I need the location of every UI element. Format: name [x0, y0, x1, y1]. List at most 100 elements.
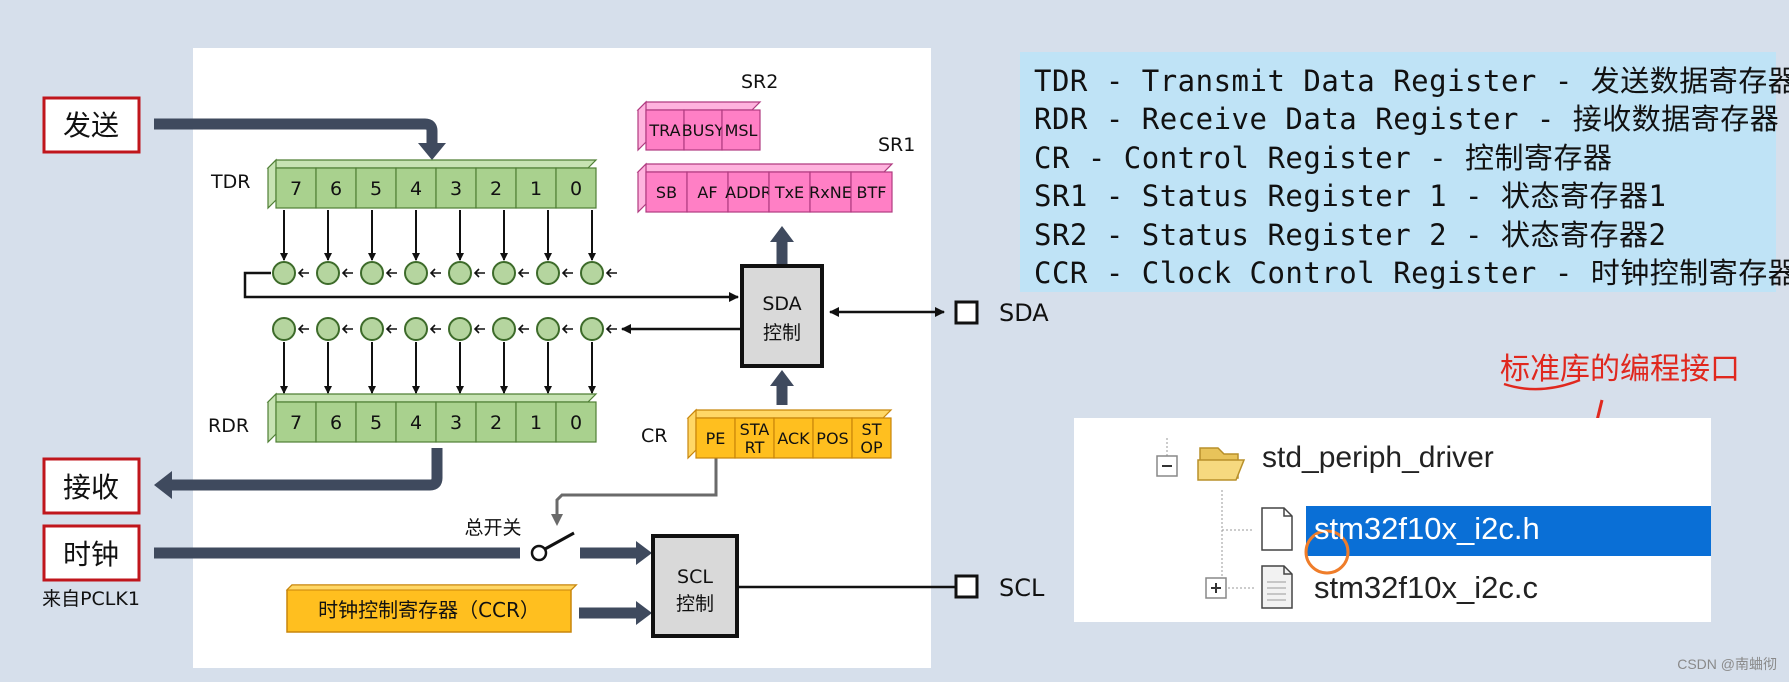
clock-label-box: 时钟 [42, 524, 141, 582]
shift-direction-arrow [385, 268, 397, 278]
shift-bit-circle [272, 317, 296, 341]
sr1-bit-label: AF [697, 183, 717, 202]
legend-row-tdr: TDR - Transmit Data Register - 发送数据寄存器 [1034, 64, 1789, 98]
scl-pin-square [954, 574, 979, 599]
sr2-bit-cell [645, 109, 685, 151]
file-item-source[interactable]: stm32f10x_i2c.c [1314, 570, 1538, 605]
rdr-bit-cell [275, 401, 317, 443]
rdr-bit-cell [315, 401, 357, 443]
clock-label: 时钟 [63, 538, 119, 571]
scl-block-line1: SCL [677, 566, 713, 588]
cr-bit-label: ST [862, 420, 882, 439]
sda-block-line2: 控制 [763, 322, 801, 344]
expand-icon[interactable] [1205, 577, 1227, 599]
shift-bit-circle [272, 261, 296, 285]
annotation-text: 标准库的编程接口 [1500, 352, 1740, 387]
receive-arrow-head [154, 471, 172, 499]
cr-bit-label: POS [816, 429, 848, 448]
cr-bit-label: RT [745, 438, 765, 457]
source-file-icon [1261, 565, 1293, 609]
shift-bit-circle [580, 317, 604, 341]
rdr-bit-label: 5 [370, 412, 382, 434]
receive-arrow [170, 448, 443, 491]
sr2-bit-label: BUSY [682, 121, 725, 140]
shift-bit-circle [492, 261, 516, 285]
sr1-bit-label: SB [656, 183, 677, 202]
shift-direction-arrow [297, 324, 309, 334]
shift-direction-arrow [605, 268, 617, 278]
shift-bit-circle [448, 261, 472, 285]
clock-source-label: 来自PCLK1 [42, 588, 140, 610]
cr-bit-cell [812, 417, 853, 459]
rdr-bit-cell [355, 401, 397, 443]
cr-to-switch-line [555, 458, 718, 516]
collapse-icon[interactable] [1156, 455, 1178, 477]
rdr-bit-label: 6 [330, 412, 342, 434]
scl-control-block: SCL 控制 [651, 534, 739, 638]
shift-bit-circle [360, 261, 384, 285]
rdr-bit-label: 0 [570, 412, 582, 434]
file-explorer: std_periph_driver stm32f10x_i2c.h stm32f… [1074, 418, 1711, 622]
master-switch [544, 531, 575, 551]
tdr-bit-cell [435, 167, 477, 209]
shift-register-tx [272, 210, 617, 285]
rdr-label: RDR [208, 415, 249, 437]
folder-name[interactable]: std_periph_driver [1262, 441, 1494, 474]
shift-direction-arrow [605, 324, 617, 334]
master-switch-label: 总开关 [464, 517, 521, 539]
tdr-bit-label: 2 [490, 178, 502, 200]
sr1-bit-cell [686, 171, 729, 213]
cr-bit-label: STA [740, 420, 770, 439]
rdr-bit-label: 2 [490, 412, 502, 434]
shift-direction-arrow [473, 324, 485, 334]
ccr-box-label: 时钟控制寄存器（CCR） [318, 598, 540, 622]
cr-bit-label: PE [706, 429, 726, 448]
shift-bit-circle [492, 317, 516, 341]
tdr-bit-cell [475, 167, 517, 209]
scl-block-line2: 控制 [676, 593, 714, 615]
file-item-header[interactable]: stm32f10x_i2c.h [1314, 511, 1540, 546]
file-icon [1261, 507, 1293, 551]
tdr-bit-cell [355, 167, 397, 209]
shift-bit-circle [536, 261, 560, 285]
cr-bit-cell [773, 417, 814, 459]
rdr-bit-cell [395, 401, 437, 443]
shift-direction-arrow [341, 324, 353, 334]
tdr-bit-cell [555, 167, 597, 209]
rdr-bit-cell [515, 401, 557, 443]
shift-bit-circle [404, 317, 428, 341]
sr1-bit-cell [809, 171, 852, 213]
cr-label: CR [641, 425, 667, 447]
sda-pin-label: SDA [999, 299, 1049, 327]
shift-bit-circle [536, 317, 560, 341]
sda-pin-square [954, 300, 979, 325]
tdr-bit-cell [315, 167, 357, 209]
shift-direction-arrow [473, 268, 485, 278]
shift-bit-circle [360, 317, 384, 341]
shift-bit-circle [448, 317, 472, 341]
tx-to-sda-line [243, 271, 739, 302]
send-arrow-head [418, 143, 446, 160]
rdr-bit-label: 3 [450, 412, 462, 434]
sr2-label: SR2 [741, 71, 778, 93]
watermark: CSDN @南蛐彻 [1677, 656, 1777, 672]
shift-bit-circle [404, 261, 428, 285]
rdr-bit-label: 4 [410, 412, 422, 434]
legend-row-sr2: SR2 - Status Register 2 - 状态寄存器2 [1034, 218, 1667, 252]
tdr-bit-label: 5 [370, 178, 382, 200]
legend-row-sr1: SR1 - Status Register 1 - 状态寄存器1 [1034, 179, 1667, 213]
send-label-box: 发送 [42, 96, 141, 154]
ccr-box: 时钟控制寄存器（CCR） [285, 584, 578, 633]
receive-label: 接收 [63, 471, 119, 504]
sr1-bit-cell [850, 171, 893, 213]
legend-row-ccr: CCR - Clock Control Register - 时钟控制寄存器 [1034, 256, 1789, 290]
rdr-bit-label: 7 [290, 412, 302, 434]
shift-direction-arrow [297, 268, 309, 278]
tdr-bit-label: 4 [410, 178, 422, 200]
shift-direction-arrow [517, 324, 529, 334]
sr1-label: SR1 [878, 134, 915, 156]
